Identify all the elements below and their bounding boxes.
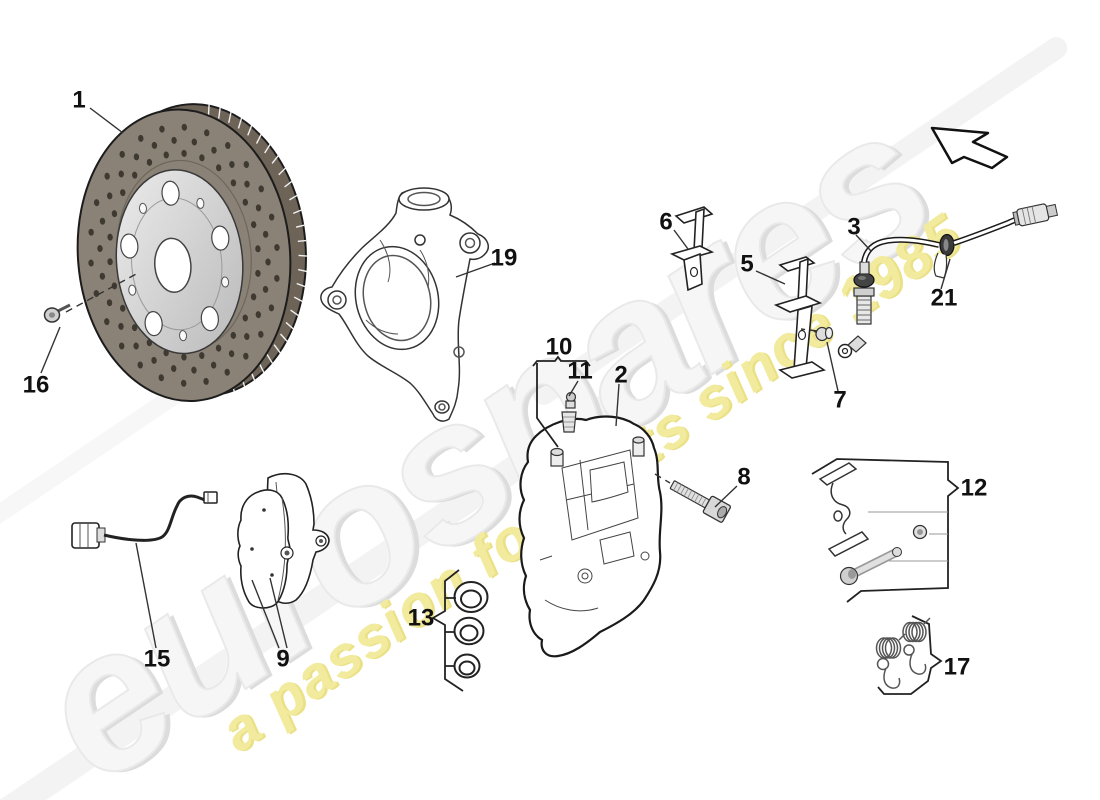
seal-rings: [453, 581, 489, 679]
wheel-carrier: [320, 187, 489, 422]
pad-springs: [875, 615, 943, 695]
leader-line-8: [714, 485, 738, 508]
part-label-11[interactable]: 11: [567, 358, 592, 385]
retaining-pin: [839, 547, 902, 586]
leader-line-19: [455, 262, 496, 278]
sensor-tip: [203, 491, 218, 504]
leader-line-1: [89, 107, 124, 134]
disc-set-screw: [43, 303, 71, 323]
hose-bracket-lower: [773, 256, 826, 379]
leader-line-5: [755, 270, 786, 285]
hose-bracket-upper: [669, 206, 715, 292]
bleeder-valve: [561, 391, 577, 433]
part-label-15[interactable]: 15: [144, 646, 171, 673]
part-label-5[interactable]: 5: [740, 251, 753, 278]
brake-disc: [76, 103, 308, 402]
leader-line-15: [135, 542, 157, 649]
part-label-13[interactable]: 13: [408, 605, 435, 632]
wear-sensor-cable: [71, 491, 218, 549]
retaining-nut: [912, 524, 928, 540]
part-label-3[interactable]: 3: [847, 214, 860, 241]
part-label-9[interactable]: 9: [276, 646, 289, 673]
leader-line-7: [826, 341, 839, 392]
leader-line-16: [65, 272, 139, 313]
brake-pads: [237, 472, 330, 609]
leader-line-6: [673, 229, 689, 250]
brake-hose: [837, 203, 1059, 359]
part-label-16[interactable]: 16: [23, 372, 50, 399]
part-label-19[interactable]: 19: [491, 245, 518, 272]
part-label-10[interactable]: 10: [546, 334, 573, 361]
leader-line-8: [654, 473, 671, 484]
part-label-6[interactable]: 6: [659, 209, 672, 236]
direction-arrow-icon: [930, 126, 1009, 170]
brake-caliper: [518, 415, 663, 658]
bracket-bolt: [813, 326, 834, 342]
leader-line-16: [40, 326, 61, 374]
spring: [902, 617, 931, 675]
spring: [875, 633, 906, 689]
hose-end-fitting: [1012, 203, 1059, 227]
part-label-17[interactable]: 17: [944, 654, 971, 681]
part-label-7[interactable]: 7: [833, 387, 846, 414]
part-label-1[interactable]: 1: [72, 87, 85, 114]
part-label-12[interactable]: 12: [961, 475, 988, 502]
part-label-21[interactable]: 21: [931, 285, 958, 312]
caliper-guide-bolt: [669, 480, 732, 523]
retaining-clip: [818, 462, 870, 557]
pad-retaining-kit: [811, 458, 960, 603]
part-label-8[interactable]: 8: [737, 464, 750, 491]
part-label-2[interactable]: 2: [614, 362, 627, 389]
disc-center-bore: [154, 237, 192, 293]
